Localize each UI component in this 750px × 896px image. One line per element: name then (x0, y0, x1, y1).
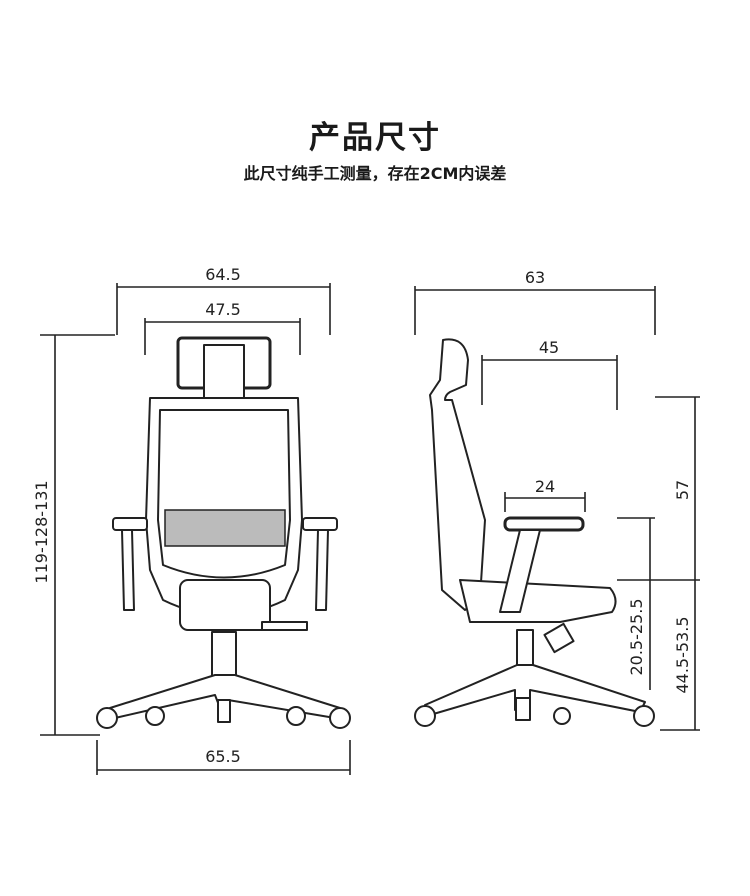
label-base-width: 65.5 (205, 747, 241, 766)
label-overall-width: 64.5 (205, 265, 241, 284)
label-overall-depth: 63 (525, 268, 545, 287)
label-height: 119-128-131 (32, 480, 51, 583)
dim-overall-width: 64.5 (116, 265, 331, 335)
page-subtitle: 此尺寸纯手工测量，存在2CM内误差 (243, 164, 507, 183)
label-seat-height: 44.5-53.5 (673, 616, 692, 693)
page-title: 产品尺寸 (309, 120, 441, 156)
label-backrest-height: 57 (673, 480, 692, 500)
dim-base-width: 65.5 (96, 740, 351, 775)
front-chair-drawing (96, 336, 351, 729)
label-backrest-width: 47.5 (205, 300, 241, 319)
dim-backrest-width: 47.5 (144, 300, 301, 355)
dim-backrest-height: 57 (655, 396, 700, 580)
label-seat-depth: 45 (539, 338, 559, 357)
label-armrest-length: 24 (535, 477, 555, 496)
side-chair-drawing (414, 338, 655, 727)
label-armrest-height: 20.5-25.5 (627, 598, 646, 675)
dim-armrest-length: 24 (504, 477, 586, 512)
dim-overall-depth: 63 (414, 268, 656, 335)
dim-height: 119-128-131 (32, 334, 115, 736)
dim-armrest-height: 20.5-25.5 (617, 517, 700, 690)
dim-seat-height: 44.5-53.5 (660, 580, 700, 731)
dim-seat-depth: 45 (481, 338, 618, 410)
